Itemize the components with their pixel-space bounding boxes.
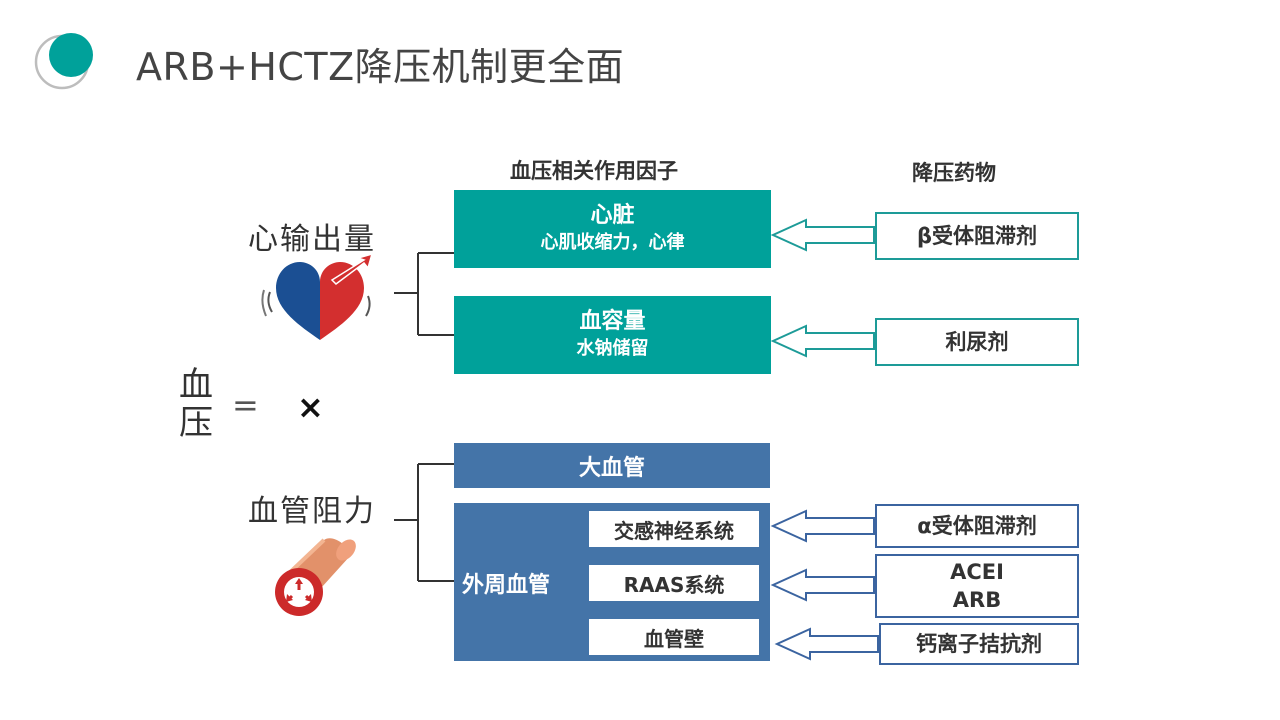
arrow-diuretic (770, 324, 875, 358)
alpha-blocker-box: α受体阻滞剂 (875, 504, 1079, 548)
bp-label: 血 压 (178, 366, 214, 442)
diuretic-box: 利尿剂 (875, 318, 1079, 366)
large-vessel-box: 大血管 (454, 443, 770, 488)
blood-vessel-icon (275, 538, 356, 616)
bp-label-bottom: 压 (179, 403, 213, 443)
alpha-blocker-label: α受体阻滞剂 (917, 514, 1037, 538)
drugs-header: 降压药物 (912, 161, 996, 185)
arrow-beta (770, 218, 875, 252)
ccb-box: 钙离子拮抗剂 (879, 623, 1079, 665)
heart-icon (261, 252, 374, 340)
heart-factor-sub: 心肌收缩力，心律 (540, 232, 685, 253)
sympathetic-nerve-box: 交感神经系统 (589, 511, 759, 547)
arb-label: ARB (952, 588, 1002, 612)
bp-label-top: 血 (179, 365, 213, 405)
blood-volume-box: 血容量 水钠储留 (454, 296, 771, 374)
blood-volume-sub: 水钠储留 (576, 338, 649, 359)
heart-factor-title: 心脏 (590, 203, 635, 228)
acei-label: ACEI (950, 560, 1004, 584)
diuretic-label: 利尿剂 (945, 330, 1009, 354)
page-title: ARB+HCTZ降压机制更全面 (136, 45, 625, 89)
peripheral-vessel-label: 外周血管 (462, 573, 551, 598)
acei-arb-box: ACEI ARB (875, 554, 1079, 618)
beta-blocker-label: β受体阻滞剂 (916, 224, 1038, 248)
heart-factor-box: 心脏 心肌收缩力，心律 (454, 190, 771, 268)
ccb-label: 钙离子拮抗剂 (916, 632, 1042, 656)
raas-system-box: RAAS系统 (589, 565, 759, 601)
blood-volume-title: 血容量 (579, 309, 646, 334)
arrow-acei-arb (770, 568, 875, 602)
arrow-ccb (774, 627, 879, 661)
arrow-alpha (770, 509, 875, 543)
beta-blocker-box: β受体阻滞剂 (875, 212, 1079, 260)
cardiac-output-label: 心输出量 (248, 222, 376, 257)
equals-sign: = (232, 386, 259, 424)
vessel-wall-box: 血管壁 (589, 619, 759, 655)
vascular-resistance-label: 血管阻力 (248, 494, 376, 529)
times-sign: × (297, 388, 324, 426)
large-vessel-label: 大血管 (578, 455, 645, 481)
title-circle-icon (34, 33, 93, 90)
factors-header: 血压相关作用因子 (510, 159, 678, 183)
